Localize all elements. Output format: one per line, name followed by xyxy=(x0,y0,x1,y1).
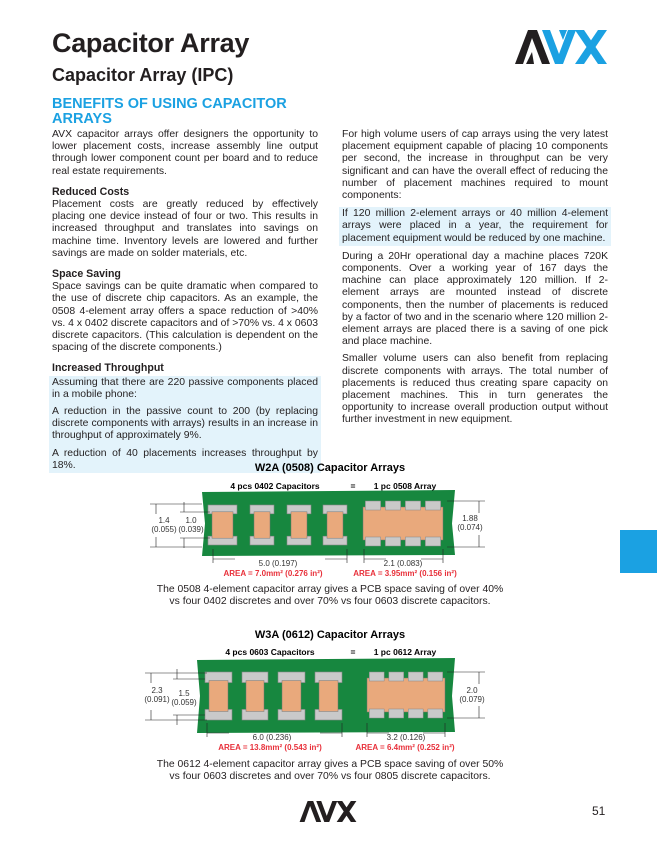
capacitor-body xyxy=(318,680,339,712)
caption-line: vs four 0402 discretes and over 70% vs f… xyxy=(169,596,491,608)
area-right: AREA = 6.4mm² (0.252 in²) xyxy=(355,743,454,752)
right-p1: For high volume users of cap arrays usin… xyxy=(342,129,608,202)
throughput-p1: Assuming that there are 220 passive comp… xyxy=(52,376,318,400)
page-subtitle: Capacitor Array (IPC) xyxy=(52,65,234,85)
diagram-w3a-caption: The 0612 4-element capacitor array gives… xyxy=(130,759,530,784)
throughput-p3: A reduction of 40 placements increases t… xyxy=(52,447,318,471)
dim-right-in: (0.074) xyxy=(457,523,483,532)
placement-highlight: If 120 million 2-element arrays or 40 mi… xyxy=(339,207,611,246)
capacitor-body xyxy=(281,680,302,712)
dim-inner-mm: 1.0 xyxy=(185,516,197,525)
page-number: 51 xyxy=(592,804,606,818)
discrete-capacitor xyxy=(241,671,269,721)
throughput-heading: Increased Throughput xyxy=(52,362,164,375)
caption-line: vs four 0603 discretes and over 70% vs f… xyxy=(169,771,491,783)
array-pad xyxy=(388,671,404,682)
array-pad xyxy=(369,671,385,682)
area-left: AREA = 13.8mm² (0.543 in²) xyxy=(218,743,322,752)
dim-right-mm: 2.0 xyxy=(466,686,478,695)
array-body xyxy=(362,506,444,541)
footer-avx-logo xyxy=(299,801,357,822)
capacitor-array xyxy=(362,500,444,547)
array-pad xyxy=(425,536,441,547)
right-p2: During a 20Hr operational day a machine … xyxy=(342,250,608,348)
right-column: For high volume users of cap arrays usin… xyxy=(339,129,611,432)
right-label: 1 pc 0612 Array xyxy=(374,647,437,657)
section-heading: BENEFITS OF USING CAPACITOR ARRAYS xyxy=(52,96,287,127)
array-pad xyxy=(427,708,443,719)
capacitor-body xyxy=(208,680,229,712)
section-tab-marker xyxy=(620,530,657,573)
dim-outer-mm: 1.4 xyxy=(158,516,170,525)
array-pad xyxy=(365,500,381,511)
discrete-capacitor xyxy=(286,504,312,546)
width-right: 2.1 (0.083) xyxy=(384,559,423,568)
width-right: 3.2 (0.126) xyxy=(387,733,426,742)
dim-inner-in: (0.059) xyxy=(171,698,197,707)
diagram-w2a-caption: The 0508 4-element capacitor array gives… xyxy=(130,584,530,609)
discrete-capacitor xyxy=(204,671,233,721)
dim-inner-in: (0.039) xyxy=(178,525,204,534)
right-p3: Smaller volume users can also benefit fr… xyxy=(342,353,608,426)
array-pad xyxy=(405,536,421,547)
diagram-w3a: W3A (0612) Capacitor Arrays 4 pcs 0603 C… xyxy=(144,629,485,752)
capacitor-body xyxy=(253,511,271,539)
dim-right-mm: 1.88 xyxy=(462,514,478,523)
discrete-capacitor xyxy=(207,504,238,546)
discrete-capacitor xyxy=(314,671,343,721)
array-body xyxy=(366,677,446,713)
array-pad xyxy=(369,708,385,719)
capacitor-body xyxy=(245,680,265,712)
discrete-capacitor xyxy=(277,671,306,721)
area-left: AREA = 7.0mm² (0.276 in²) xyxy=(223,569,322,578)
caption-line: The 0508 4-element capacitor array gives… xyxy=(156,584,504,595)
equals-sign: = xyxy=(351,647,356,657)
dim-right-in: (0.079) xyxy=(459,695,485,704)
capacitor-body xyxy=(211,511,234,539)
left-column: AVX capacitor arrays offer designers the… xyxy=(49,129,321,478)
right-label: 1 pc 0508 Array xyxy=(374,481,437,491)
throughput-p2: A reduction in the passive count to 200 … xyxy=(52,406,318,442)
avx-logo xyxy=(515,30,607,64)
capacitor-body xyxy=(290,511,308,539)
space-saving-heading: Space Saving xyxy=(52,268,121,281)
throughput-highlight-box: Assuming that there are 220 passive comp… xyxy=(49,375,321,474)
diagram-w2a: W2A (0508) Capacitor Arrays 4 pcs 0402 C… xyxy=(150,462,485,578)
width-left: 6.0 (0.236) xyxy=(253,733,292,742)
capacitor-body xyxy=(326,511,344,539)
array-pad xyxy=(365,536,381,547)
array-pad xyxy=(388,708,404,719)
reduced-costs-text: Placement costs are greatly reduced by e… xyxy=(52,199,318,259)
space-saving-text: Space savings can be quite dramatic when… xyxy=(52,281,318,354)
dim-outer-mm: 2.3 xyxy=(151,686,163,695)
dim-inner-mm: 1.5 xyxy=(178,689,190,698)
dim-outer-in: (0.091) xyxy=(144,695,170,704)
array-pad xyxy=(405,500,421,511)
capacitor-array xyxy=(366,671,446,719)
array-pad xyxy=(425,500,441,511)
area-right: AREA = 3.95mm² (0.156 in²) xyxy=(353,569,457,578)
diagram-title: W3A (0612) Capacitor Arrays xyxy=(255,629,405,641)
left-label: 4 pcs 0402 Capacitors xyxy=(230,481,320,491)
array-pad xyxy=(427,671,443,682)
array-pad xyxy=(385,536,401,547)
width-left: 5.0 (0.197) xyxy=(259,559,298,568)
discrete-capacitor xyxy=(249,504,275,546)
array-pad xyxy=(408,671,424,682)
array-pad xyxy=(385,500,401,511)
caption-line: The 0612 4-element capacitor array gives… xyxy=(156,759,504,770)
dim-outer-in: (0.055) xyxy=(151,525,177,534)
diagram-title: W2A (0508) Capacitor Arrays xyxy=(255,462,405,474)
page-title: Capacitor Array xyxy=(52,28,250,58)
equals-sign: = xyxy=(351,481,356,491)
discrete-capacitor xyxy=(322,504,348,546)
left-label: 4 pcs 0603 Capacitors xyxy=(225,647,315,657)
intro-paragraph: AVX capacitor arrays offer designers the… xyxy=(52,129,318,177)
reduced-costs-heading: Reduced Costs xyxy=(52,185,130,198)
array-pad xyxy=(408,708,424,719)
